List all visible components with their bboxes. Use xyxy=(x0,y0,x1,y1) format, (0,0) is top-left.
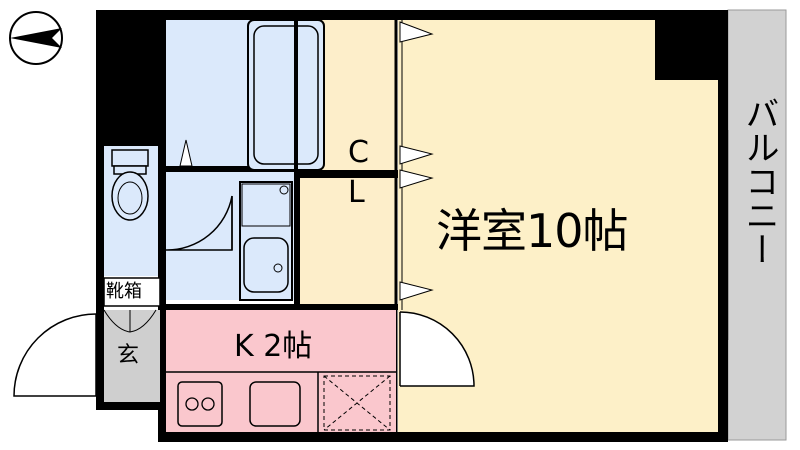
closet-label-l: L xyxy=(348,175,365,210)
kitchen-label: K 2帖 xyxy=(234,329,313,364)
wall-top xyxy=(96,10,728,20)
western-room-label: 洋室10帖 xyxy=(436,204,629,258)
wall-right xyxy=(718,10,728,442)
bathtub xyxy=(247,19,325,171)
fridge-space xyxy=(323,375,391,431)
wall-block-left xyxy=(96,10,166,150)
washbasin xyxy=(239,181,293,301)
wall-left-lower xyxy=(96,140,104,410)
shoe-box-label: 靴箱 xyxy=(106,281,142,302)
balcony-label: バルコニー xyxy=(739,96,779,266)
toilet xyxy=(111,149,149,221)
entrance-floor xyxy=(104,310,160,402)
balcony-floor xyxy=(727,9,787,441)
stove xyxy=(177,381,223,427)
wall-bottom xyxy=(160,432,728,442)
shoe-box xyxy=(103,277,161,307)
closet-label-c: C xyxy=(348,135,369,170)
entrance-label: 玄 xyxy=(117,343,140,368)
kitchen-sink xyxy=(249,381,301,427)
north-arrow-icon xyxy=(9,11,63,65)
